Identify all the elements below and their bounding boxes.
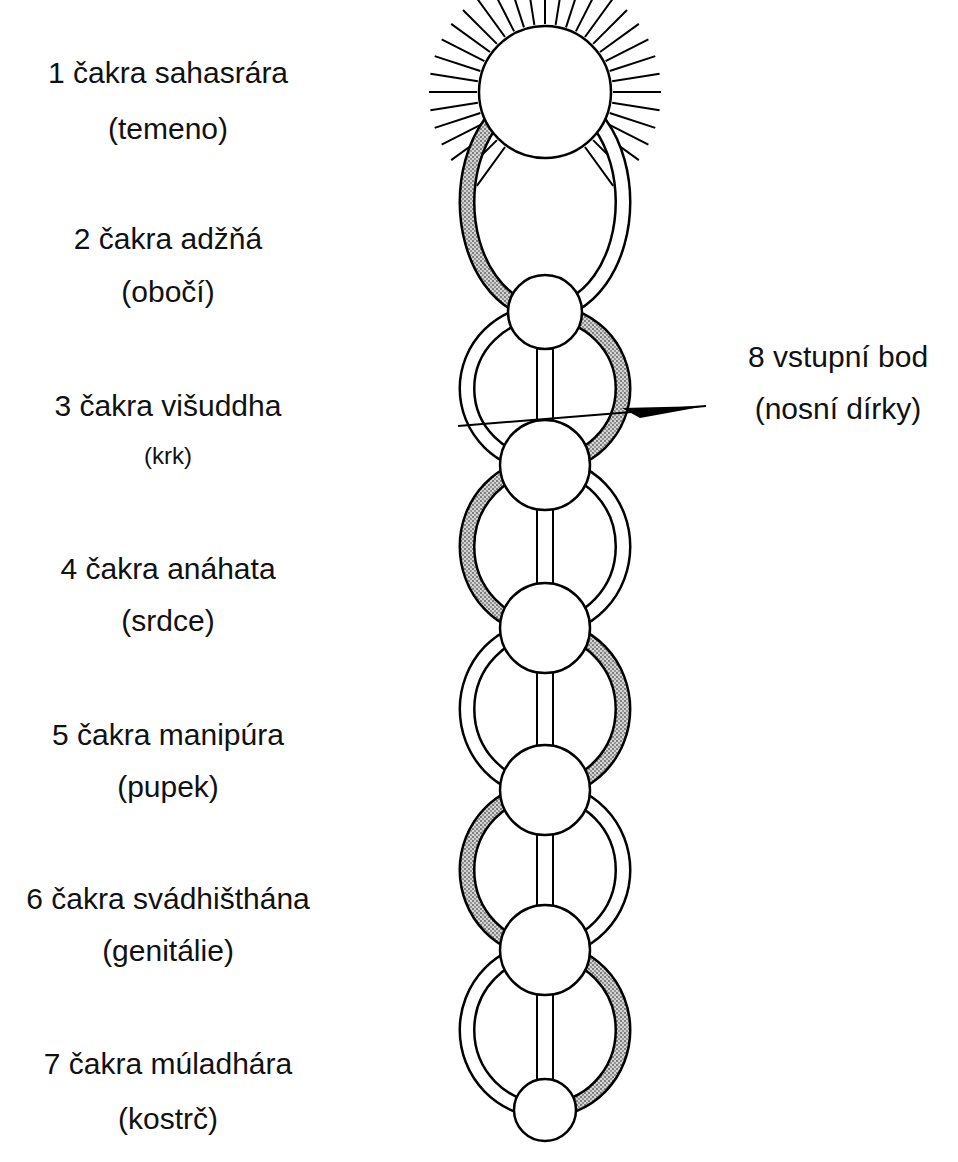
ray — [610, 113, 656, 128]
ray — [610, 56, 656, 71]
chakra-circles — [479, 26, 611, 1141]
ray — [576, 0, 598, 31]
ray — [451, 24, 490, 52]
chakra-name: 7 čakra múladhára — [44, 1047, 292, 1080]
ray — [613, 91, 661, 93]
chakra-name: 6 čakra svádhišthána — [26, 882, 310, 915]
entry-point-location: (nosní dírky) — [755, 392, 922, 425]
body-location: (krk) — [144, 443, 192, 469]
chakra-name: 2 čakra adžňá — [74, 222, 262, 255]
body-location: (pupek) — [117, 770, 219, 803]
chakra-circle — [500, 420, 590, 510]
chakra-circle — [479, 26, 611, 158]
nadi-arcs — [467, 92, 623, 1110]
body-location: (genitálie) — [102, 934, 234, 967]
ray — [435, 113, 481, 128]
body-location: (temeno) — [108, 112, 228, 145]
chakra-name: 1 čakra sahasrára — [48, 56, 288, 89]
ray — [430, 74, 477, 82]
ray — [527, 0, 535, 25]
ray — [430, 103, 477, 111]
chakra-name: 4 čakra anáhata — [60, 552, 275, 585]
chakra-circle — [500, 745, 590, 835]
chakra-circle — [508, 275, 582, 349]
ray — [585, 0, 613, 37]
ray — [566, 0, 581, 27]
ray — [435, 56, 481, 71]
chakra-circle — [500, 583, 590, 673]
entry-point-label: 8 vstupní bod — [748, 340, 928, 373]
chakra-name: 3 čakra višuddha — [55, 389, 282, 422]
ray — [429, 91, 477, 93]
ray — [556, 0, 564, 25]
body-location: (obočí) — [121, 275, 214, 308]
ray — [544, 0, 546, 24]
sun-rays — [429, 0, 661, 186]
ray — [593, 10, 627, 44]
entry-pointer — [458, 406, 706, 426]
chakra-name: 5 čakra manipúra — [52, 718, 284, 751]
ray — [612, 103, 659, 111]
ray — [463, 10, 497, 44]
body-location: (kostrč) — [118, 1102, 218, 1135]
ray — [509, 0, 524, 27]
ray — [612, 74, 659, 82]
ray — [606, 39, 649, 61]
body-location: (srdce) — [121, 604, 214, 637]
chakra-circle — [514, 1079, 576, 1141]
chakra-circle — [500, 905, 590, 995]
ray — [492, 0, 514, 31]
